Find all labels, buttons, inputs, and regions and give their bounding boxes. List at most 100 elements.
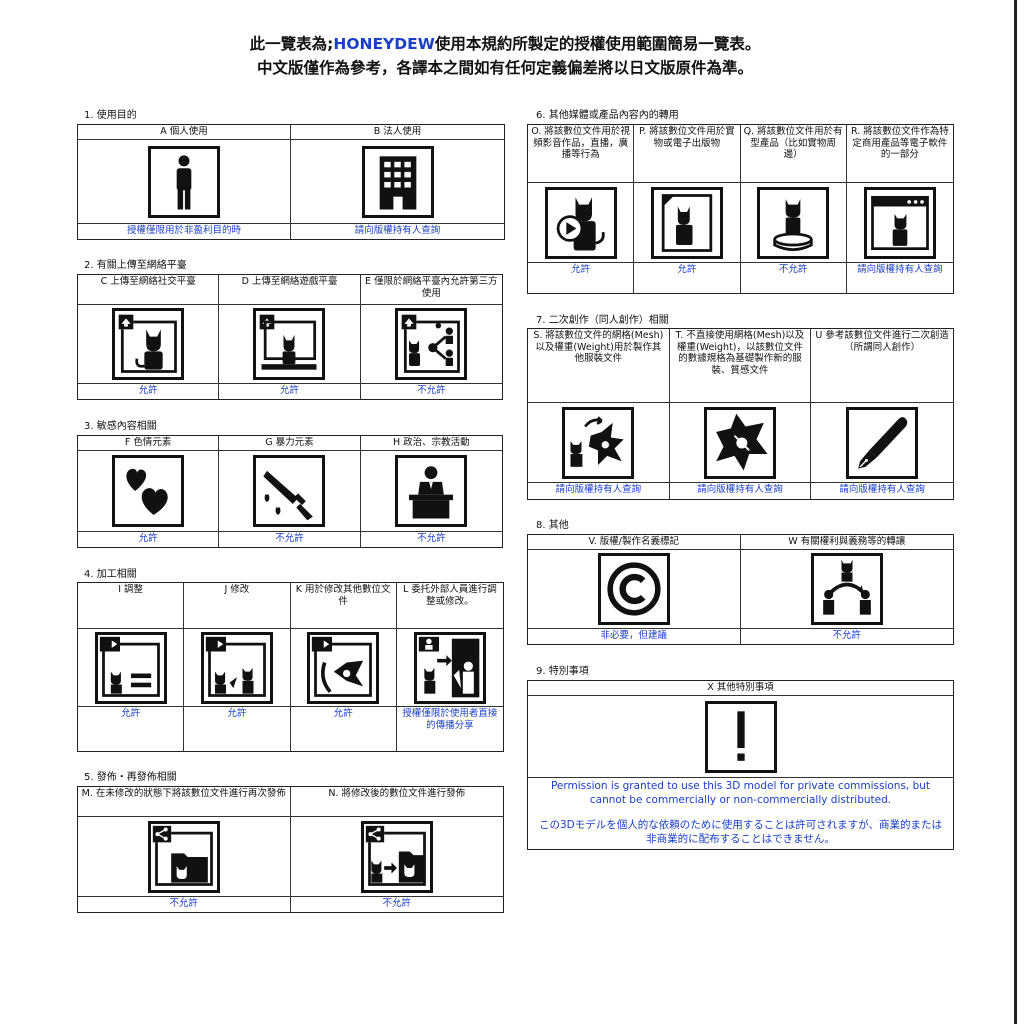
col-e-icon-cell bbox=[360, 305, 502, 384]
col-e-status: 不允許 bbox=[417, 385, 446, 396]
notice-japanese: この3Dモデルを個人的な依頼のために使用することは許可されますが、商業的または非… bbox=[538, 819, 943, 845]
section-4-table: I 調整 J 修改 K 用於修改其他數位文件 L 委托外部人員進行調整或修改。 … bbox=[77, 582, 504, 752]
col-b-status: 請向版權持有人查詢 bbox=[354, 225, 441, 236]
col-k-status: 允許 bbox=[291, 707, 397, 751]
software-window-icon bbox=[863, 186, 936, 259]
col-r-status: 請向版權持有人查詢 bbox=[857, 264, 943, 275]
third-party-share-icon bbox=[395, 308, 468, 380]
section-3-label: 3. 敏感內容相關 bbox=[84, 421, 157, 432]
col-l-status: 授權僅限於使用者直接的傳播分享 bbox=[402, 708, 498, 731]
col-f-header: F 色情元素 bbox=[78, 436, 220, 451]
col-f-status: 允許 bbox=[78, 532, 220, 547]
col-n-status: 不允許 bbox=[382, 898, 411, 909]
col-x-icon-cell bbox=[528, 696, 953, 778]
col-u-header: U 參考該數位文件進行二次創造（所謂同人創作） bbox=[811, 329, 953, 403]
section-4-label: 4. 加工相關 bbox=[84, 569, 137, 580]
col-s-status: 請向版權持有人查詢 bbox=[528, 483, 670, 499]
transfer-icon bbox=[810, 553, 883, 625]
podium-speaker-icon bbox=[395, 455, 468, 527]
col-n-icon-cell bbox=[290, 817, 503, 897]
section-9-label: 9. 特別事項 bbox=[536, 666, 589, 677]
upload-game-icon bbox=[253, 308, 326, 380]
share-folder-icon bbox=[147, 820, 220, 893]
outsource-icon bbox=[413, 631, 486, 704]
col-s-header: S. 將該數位文件的網格(Mesh)以及權重(Weight)用於製作其他服裝文件 bbox=[528, 329, 670, 403]
edge-border bbox=[1014, 0, 1017, 1024]
col-k-header: K 用於修改其他數位文件 bbox=[290, 583, 397, 629]
exclamation-icon bbox=[704, 700, 777, 773]
col-h-icon-cell bbox=[360, 451, 502, 532]
section-5-table: M. 在未修改的狀態下將該數位文件進行再次發佈 N. 將修改後的數位文件進行發佈… bbox=[77, 786, 504, 913]
col-r-icon-cell bbox=[846, 183, 953, 263]
adjust-icon bbox=[94, 631, 167, 704]
col-v-status: 非必要，但建議 bbox=[528, 629, 741, 644]
col-p-icon-cell bbox=[634, 183, 741, 263]
col-v-icon-cell bbox=[528, 550, 741, 629]
section-8-table: V. 版權/製作名義標記 W 有關權利與義務等的轉讓 非必要，但建議 不允許 bbox=[527, 534, 954, 645]
video-play-icon bbox=[544, 186, 617, 259]
col-o-status: 允許 bbox=[528, 263, 635, 293]
person-icon bbox=[148, 145, 220, 218]
col-u-status: 請向版權持有人查詢 bbox=[839, 484, 925, 495]
section-1-label: 1. 使用目的 bbox=[84, 110, 137, 121]
col-l-icon-cell bbox=[396, 629, 503, 707]
col-h-header: H 政治、宗教活動 bbox=[360, 436, 502, 451]
copyright-icon bbox=[597, 553, 670, 625]
section-1-table: A 個人使用 B 法人使用 授權僅限用於非盈利目的時 請向版權持有人查詢 bbox=[77, 124, 505, 240]
upload-social-icon bbox=[112, 308, 185, 380]
section-6-label: 6. 其他媒體或產品內容內的轉用 bbox=[536, 110, 679, 121]
page-title: 此一覽表為;HONEYDEW使用本規約所製定的授權使用範圍簡易一覽表。 中文版僅… bbox=[0, 32, 1010, 80]
section-6-table: O. 將該數位文件用於視頻影音作品，直播，廣播等行為 P. 將該數位文件用於實物… bbox=[527, 124, 954, 294]
section-7-table: S. 將該數位文件的網格(Mesh)以及權重(Weight)用於製作其他服裝文件… bbox=[527, 328, 954, 500]
office-building-icon bbox=[361, 145, 434, 218]
col-i-header: I 調整 bbox=[78, 583, 185, 629]
col-j-header: J 修改 bbox=[184, 583, 291, 629]
col-w-icon-cell bbox=[740, 550, 953, 629]
col-m-header: M. 在未修改的狀態下將該數位文件進行再次發佈 bbox=[78, 787, 291, 817]
col-d-header: D 上傳至網絡遊戲平臺 bbox=[219, 275, 361, 305]
col-i-icon-cell bbox=[78, 629, 185, 707]
section-2-table: C 上傳至網絡社交平臺 D 上傳至網絡遊戲平臺 E 僅限於網絡平臺內允許第三方使… bbox=[77, 274, 503, 400]
section-2-label: 2. 有關上傳至網絡平臺 bbox=[84, 260, 187, 271]
col-v-header: V. 版權/製作名義標記 bbox=[528, 535, 741, 550]
col-j-status: 允許 bbox=[184, 707, 291, 751]
special-notice: Permission is granted to use this 3D mod… bbox=[528, 778, 953, 849]
col-d-icon-cell bbox=[219, 305, 361, 384]
col-f-icon-cell bbox=[78, 451, 220, 532]
col-g-status: 不允許 bbox=[219, 532, 361, 547]
col-s-icon-cell bbox=[528, 403, 670, 483]
col-o-icon-cell bbox=[528, 183, 635, 263]
mesh-clothing-icon bbox=[562, 406, 635, 479]
col-g-header: G 暴力元素 bbox=[219, 436, 361, 451]
col-p-status: 允許 bbox=[634, 263, 741, 293]
col-r-header: R. 將該數位文件作為特定商用產品等電子軟件的一部分 bbox=[846, 125, 953, 183]
col-b-header: B 法人使用 bbox=[291, 125, 504, 140]
col-c-header: C 上傳至網絡社交平臺 bbox=[78, 275, 220, 305]
col-t-icon-cell bbox=[669, 403, 812, 483]
col-c-icon-cell bbox=[78, 305, 220, 384]
col-e-header: E 僅限於網絡平臺內允許第三方使用 bbox=[360, 275, 502, 305]
col-t-status: 請向版權持有人查詢 bbox=[670, 483, 812, 499]
col-m-icon-cell bbox=[78, 817, 291, 897]
section-5-label: 5. 發佈・再發佈相關 bbox=[84, 772, 177, 783]
col-c-status: 允許 bbox=[78, 384, 220, 399]
publication-icon bbox=[650, 186, 723, 259]
title-line1-prefix: 此一覽表為; bbox=[249, 35, 334, 53]
hearts-icon bbox=[112, 455, 185, 527]
col-a-status: 授權僅限用於非盈利目的時 bbox=[78, 224, 291, 239]
pen-nib-icon bbox=[846, 406, 919, 479]
col-q-icon-cell bbox=[740, 183, 847, 263]
col-w-status: 不允許 bbox=[832, 630, 861, 641]
col-g-icon-cell bbox=[219, 451, 361, 532]
col-a-icon-cell bbox=[78, 140, 291, 224]
col-q-status: 不允許 bbox=[741, 263, 847, 293]
section-3-table: F 色情元素 G 暴力元素 H 政治、宗教活動 允許 不允許 不允許 bbox=[77, 435, 503, 548]
clothing-icon bbox=[703, 406, 776, 479]
col-a-header: A 個人使用 bbox=[78, 125, 291, 140]
modify-icon bbox=[200, 631, 273, 704]
title-line2: 中文版僅作為參考，各譯本之間如有任何定義偏差將以日文版原件為準。 bbox=[256, 59, 753, 77]
brand-name: HONEYDEW bbox=[333, 35, 435, 53]
section-9-table: X 其他特別事項 Permission is granted to use th… bbox=[527, 680, 954, 850]
col-b-icon-cell bbox=[291, 140, 504, 224]
col-j-icon-cell bbox=[184, 629, 291, 707]
